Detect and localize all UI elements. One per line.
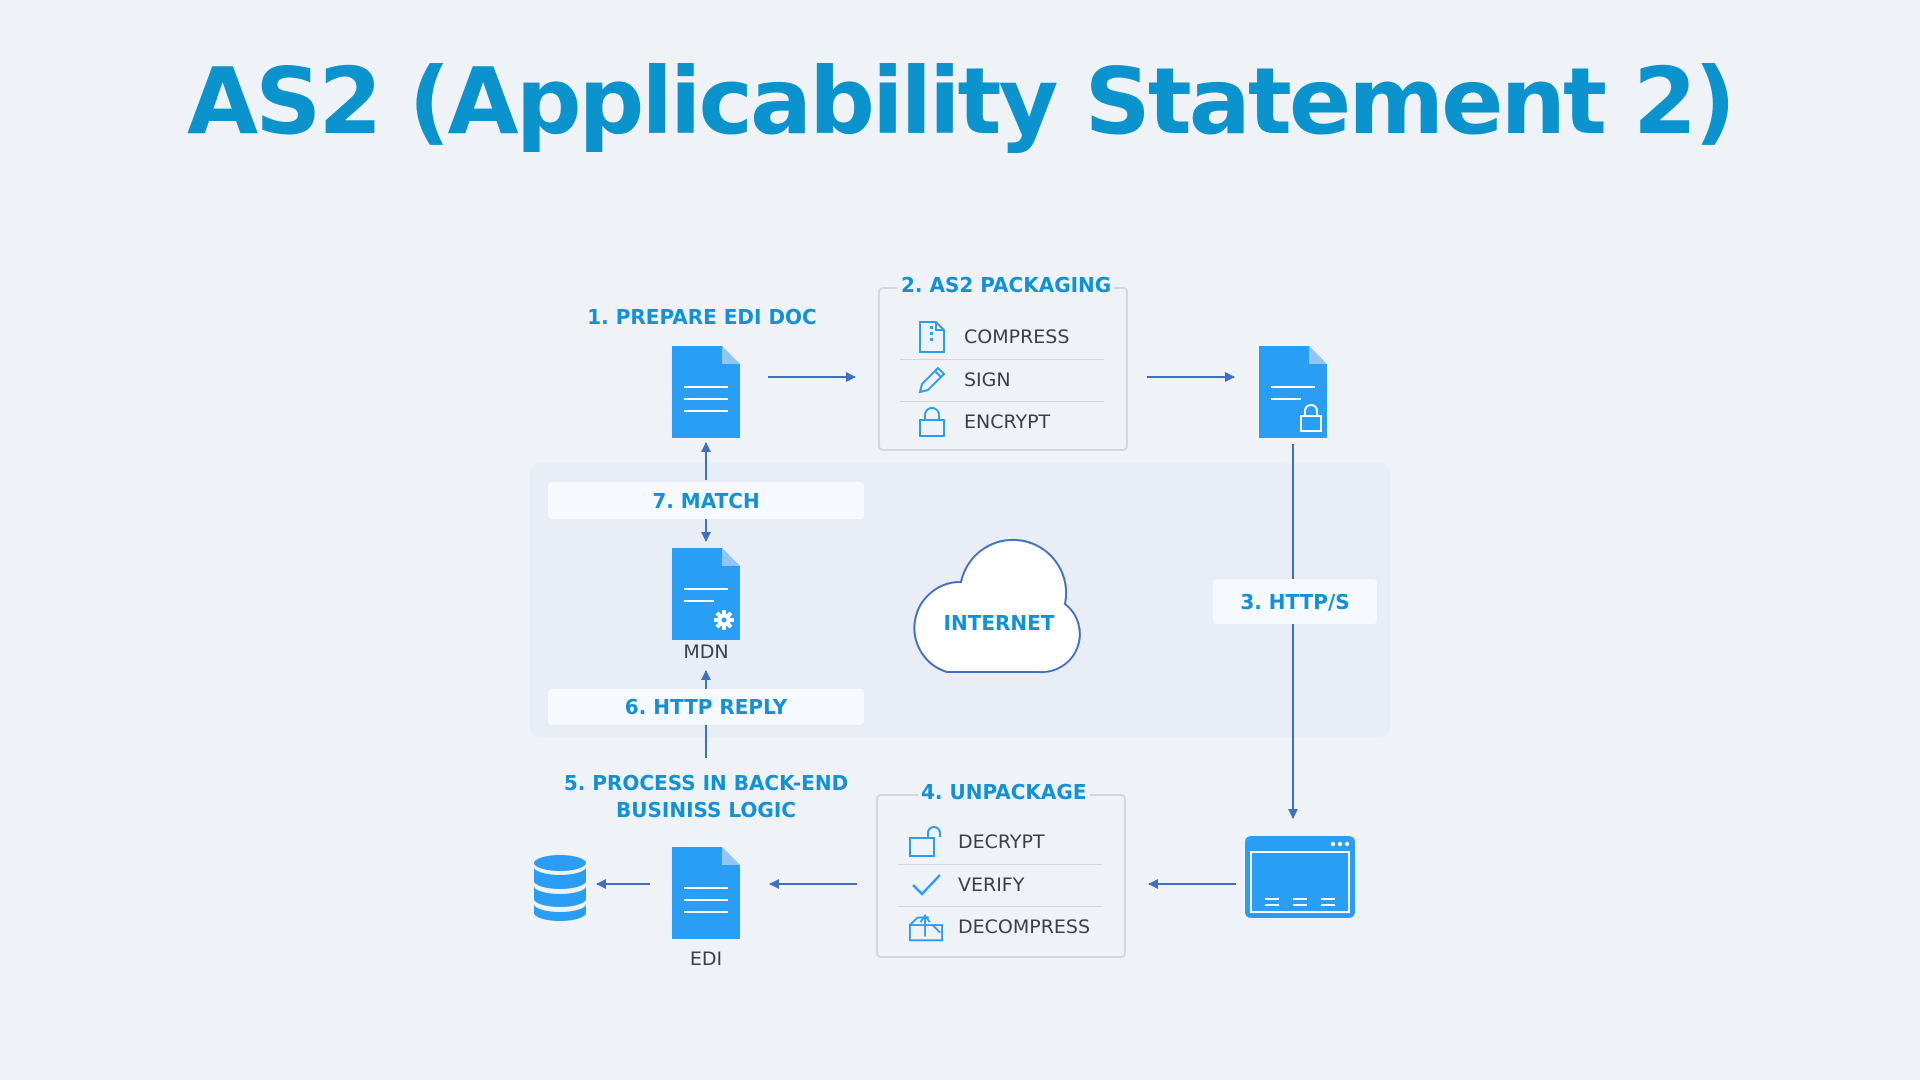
- mdn-caption: MDN: [683, 641, 729, 663]
- http-label: 3. HTTP/S: [1213, 579, 1377, 624]
- decrypt-row: DECRYPT: [908, 821, 1045, 863]
- process-label-line1: 5. PROCESS IN BACK-END: [563, 771, 849, 795]
- page-title: AS2 (Applicability Statement 2): [186, 48, 1736, 155]
- encrypted-document-icon: [1259, 346, 1327, 438]
- decrypt-label: DECRYPT: [958, 831, 1045, 853]
- http-reply-label: 6. HTTP REPLY: [548, 689, 864, 725]
- verify-row: VERIFY: [908, 864, 1024, 906]
- checkmark-icon: [908, 868, 944, 902]
- edi-document-icon: [672, 346, 740, 438]
- verify-label: VERIFY: [958, 874, 1025, 896]
- open-box-icon: [908, 910, 944, 944]
- decompress-row: DECOMPRESS: [908, 906, 1090, 948]
- database-icon: [534, 855, 586, 921]
- lock-icon: [914, 405, 950, 439]
- packaging-panel: 2. AS2 PACKAGING COMPRESS SIGN ENCRYPT: [878, 273, 1128, 451]
- unpackage-title: 4. UNPACKAGE: [918, 780, 1090, 804]
- compress-label: COMPRESS: [964, 326, 1070, 348]
- sign-label: SIGN: [964, 369, 1011, 391]
- sign-row: SIGN: [914, 359, 1011, 401]
- divider: [900, 359, 1104, 360]
- server-window-icon: [1245, 836, 1355, 918]
- unpackage-panel: 4. UNPACKAGE DECRYPT VERIFY DECOMPRESS: [876, 780, 1126, 958]
- pencil-icon: [914, 363, 950, 397]
- process-label-line2: BUSINISS LOGIC: [616, 798, 796, 822]
- internet-cloud-icon: [913, 538, 1081, 674]
- divider: [900, 401, 1104, 402]
- internet-label: INTERNET: [943, 611, 1055, 635]
- step-prepare-label: 1. PREPARE EDI DOC: [587, 305, 817, 329]
- divider: [898, 906, 1102, 907]
- mdn-document-icon: [672, 548, 740, 640]
- match-label: 7. MATCH: [548, 482, 864, 519]
- zip-file-icon: [914, 320, 950, 354]
- unlock-icon: [908, 825, 944, 859]
- edi-output-document-icon: [672, 847, 740, 939]
- divider: [898, 864, 1102, 865]
- encrypt-label: ENCRYPT: [964, 411, 1051, 433]
- decompress-label: DECOMPRESS: [958, 916, 1091, 938]
- compress-row: COMPRESS: [914, 316, 1069, 358]
- packaging-title: 2. AS2 PACKAGING: [898, 273, 1115, 297]
- encrypt-row: ENCRYPT: [914, 401, 1050, 443]
- edi-caption: EDI: [689, 948, 723, 970]
